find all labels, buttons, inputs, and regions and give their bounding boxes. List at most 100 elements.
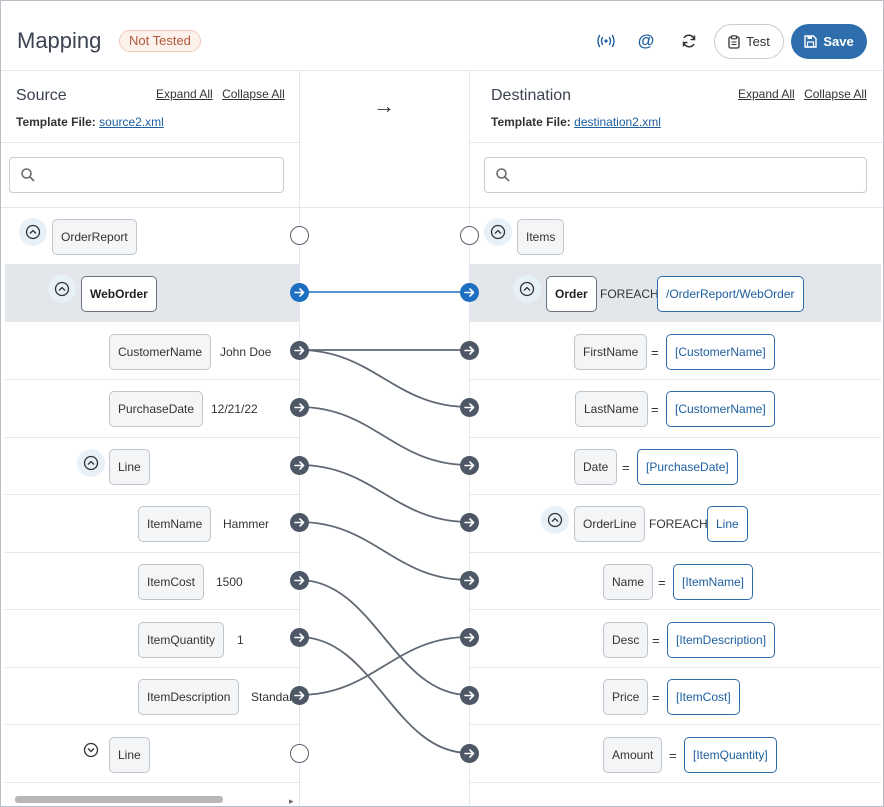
mapping-line[interactable] (298, 464, 470, 523)
dest-node[interactable]: Date (574, 449, 618, 485)
binding-expression[interactable]: [ItemName] (673, 564, 754, 600)
dest-node[interactable]: Price (603, 679, 649, 715)
binding-expression[interactable]: [ItemCost] (667, 679, 740, 715)
source-node[interactable]: Line (109, 737, 150, 773)
arrow-right-icon (293, 402, 304, 412)
chevron-up-icon (547, 512, 563, 528)
binding-expression[interactable]: [ItemDescription] (667, 622, 776, 658)
source-template-label: Template File: (16, 115, 96, 129)
clipboard-icon (728, 34, 740, 49)
destination-connector-dot[interactable] (459, 627, 479, 647)
collapse-toggle[interactable] (513, 275, 541, 303)
destination-search-input[interactable] (517, 166, 822, 181)
broadcast-icon[interactable] (594, 29, 618, 53)
equals-sign: = (651, 345, 659, 360)
horizontal-scrollbar[interactable] (15, 796, 223, 803)
chevron-up-icon (83, 455, 99, 471)
source-search-input[interactable] (42, 166, 261, 181)
source-node[interactable]: OrderReport (52, 219, 137, 255)
destination-template-link[interactable]: destination2.xml (574, 115, 661, 129)
equals-sign: = (651, 402, 659, 417)
destination-connector-dot[interactable] (459, 685, 479, 705)
destination-template-file: Template File: destination2.xml (491, 115, 661, 129)
source-node[interactable]: WebOrder (81, 276, 157, 312)
source-node[interactable]: ItemDescription (138, 679, 240, 715)
expand-toggle[interactable] (77, 736, 105, 764)
dest-row-name: Name = [ItemName] (469, 553, 881, 610)
binding-expression[interactable]: [PurchaseDate] (637, 449, 738, 485)
dest-node[interactable]: LastName (575, 391, 648, 427)
source-connector-dot[interactable] (289, 743, 309, 763)
binding-expression[interactable]: /OrderReport/WebOrder (657, 276, 804, 312)
source-connector-dot[interactable] (289, 340, 309, 360)
arrow-right-icon (293, 460, 304, 470)
source-connector-dot[interactable] (289, 455, 309, 475)
destination-collapse-all-link[interactable]: Collapse All (804, 87, 867, 101)
binding-expression[interactable]: [ItemQuantity] (684, 737, 777, 773)
dest-node[interactable]: FirstName (574, 334, 648, 370)
dest-node[interactable]: Order (546, 276, 597, 312)
chevron-up-icon (490, 224, 506, 240)
source-connector-dot[interactable] (289, 397, 309, 417)
destination-connector-dot[interactable] (459, 512, 479, 532)
source-node[interactable]: ItemCost (138, 564, 205, 600)
dest-node[interactable]: Name (603, 564, 654, 600)
mapping-line[interactable] (298, 636, 470, 696)
foreach-keyword: FOREACH (649, 517, 708, 531)
source-row-orderreport: OrderReport (5, 208, 299, 265)
equals-sign: = (622, 460, 630, 475)
source-connector-dot[interactable] (289, 570, 309, 590)
source-value: 12/21/22 (211, 402, 258, 416)
at-sign-icon[interactable]: @ (637, 31, 655, 50)
mapping-line[interactable] (298, 636, 470, 754)
destination-connector-dot[interactable] (459, 455, 479, 475)
source-connector-dot[interactable] (289, 512, 309, 532)
source-panel-header: Source Expand All Collapse All Template … (1, 71, 299, 143)
binding-expression[interactable]: [CustomerName] (666, 391, 775, 427)
destination-connector-dot[interactable] (459, 743, 479, 763)
mapping-line[interactable] (298, 521, 470, 581)
test-button[interactable]: Test (714, 24, 784, 59)
save-button[interactable]: Save (791, 24, 867, 59)
dest-node[interactable]: Items (517, 219, 565, 255)
source-tree-controls: Expand All Collapse All (150, 87, 285, 101)
destination-expand-all-link[interactable]: Expand All (738, 87, 795, 101)
collapse-toggle[interactable] (541, 506, 569, 534)
source-connector-dot[interactable] (289, 685, 309, 705)
source-node[interactable]: ItemName (138, 506, 212, 542)
collapse-toggle[interactable] (484, 218, 512, 246)
mapping-line[interactable] (298, 406, 470, 466)
collapse-toggle[interactable] (48, 275, 76, 303)
destination-connector-dot[interactable] (459, 397, 479, 417)
source-node[interactable]: ItemQuantity (138, 622, 225, 658)
scroll-right-arrow-icon[interactable]: ▸ (289, 796, 294, 806)
destination-connector-dot[interactable] (459, 225, 479, 245)
mapping-line[interactable] (298, 349, 470, 408)
dest-row-price: Price = [ItemCost] (469, 668, 881, 725)
arrow-right-icon (463, 575, 474, 585)
source-collapse-all-link[interactable]: Collapse All (222, 87, 285, 101)
binding-expression[interactable]: Line (707, 506, 748, 542)
dest-node[interactable]: Amount (603, 737, 663, 773)
destination-connector-dot[interactable] (459, 282, 479, 302)
collapse-toggle[interactable] (77, 449, 105, 477)
source-node[interactable]: PurchaseDate (109, 391, 204, 427)
destination-template-label: Template File: (491, 115, 571, 129)
source-value: 1 (237, 633, 244, 647)
dest-node[interactable]: Desc (603, 622, 649, 658)
source-node[interactable]: Line (109, 449, 150, 485)
destination-connector-dot[interactable] (459, 340, 479, 360)
source-connector-dot[interactable] (289, 225, 309, 245)
source-value: Standar (251, 690, 294, 704)
mapping-line[interactable] (298, 579, 470, 696)
dest-node[interactable]: OrderLine (574, 506, 646, 542)
source-connector-dot[interactable] (289, 627, 309, 647)
collapse-toggle[interactable] (19, 218, 47, 246)
binding-expression[interactable]: [CustomerName] (666, 334, 775, 370)
source-connector-dot[interactable] (289, 282, 309, 302)
source-node[interactable]: CustomerName (109, 334, 212, 370)
source-template-link[interactable]: source2.xml (99, 115, 164, 129)
source-expand-all-link[interactable]: Expand All (156, 87, 213, 101)
destination-connector-dot[interactable] (459, 570, 479, 590)
refresh-icon[interactable] (677, 29, 701, 53)
